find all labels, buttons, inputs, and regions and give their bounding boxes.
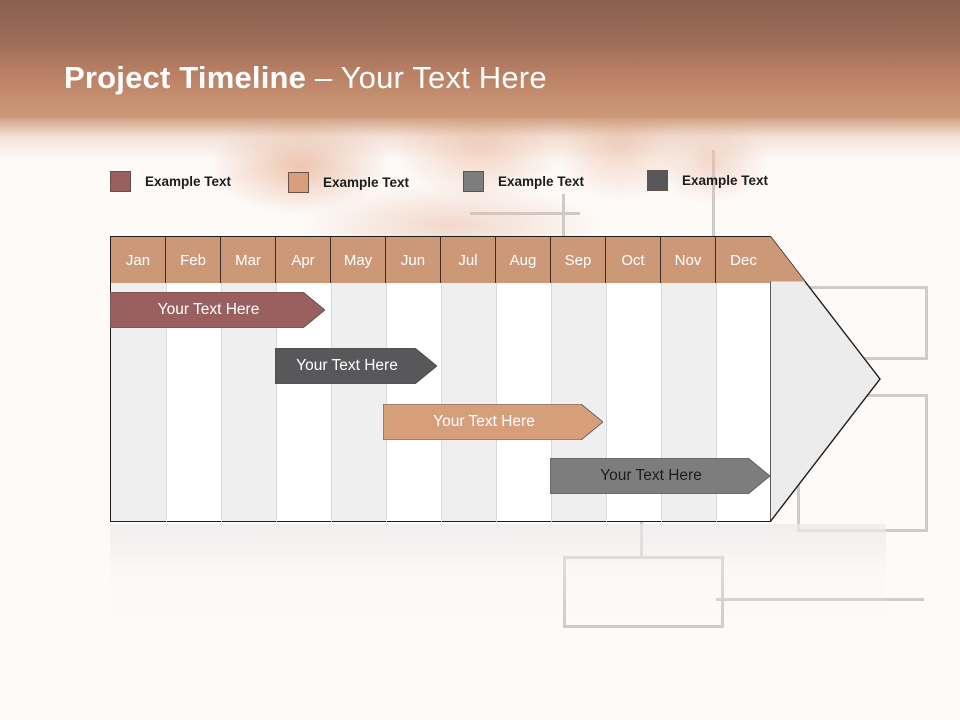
column-separator <box>496 283 497 523</box>
page-title-light: Your Text Here <box>340 60 547 95</box>
month-header-may[interactable]: May <box>331 237 386 283</box>
legend-item-4[interactable]: Example Text <box>647 170 768 191</box>
legend-item-2[interactable]: Example Text <box>288 172 409 193</box>
page-title-dash: – <box>306 60 341 95</box>
timeline-bar-shape <box>110 292 325 328</box>
timeline-bar-3[interactable]: Your Text Here <box>383 404 603 440</box>
page-title-bold: Project Timeline <box>64 60 307 95</box>
month-header-aug[interactable]: Aug <box>496 237 551 283</box>
legend-swatch-icon <box>647 170 668 191</box>
timeline-bar-shape <box>275 348 437 384</box>
month-header-oct[interactable]: Oct <box>606 237 661 283</box>
column-separator <box>331 283 332 523</box>
column-separator <box>606 283 607 523</box>
legend-item-label: Example Text <box>145 174 232 189</box>
bg-connector-line <box>716 598 924 601</box>
timeline-bar-shape <box>383 404 603 440</box>
month-header-dec[interactable]: Dec <box>716 237 771 283</box>
arrow-head-shape <box>769 233 881 525</box>
legend-swatch-icon <box>110 171 131 192</box>
legend-item-label: Example Text <box>682 173 769 188</box>
timeline-arrow-head <box>769 233 886 525</box>
column-separator <box>276 283 277 523</box>
legend-item-3[interactable]: Example Text <box>463 171 584 192</box>
legend-swatch-icon <box>288 172 309 193</box>
timeline-bar-1[interactable]: Your Text Here <box>110 292 325 328</box>
bg-connector-line <box>712 150 715 240</box>
month-column-jul: Jul <box>441 237 496 521</box>
timeline-bar-4[interactable]: Your Text Here <box>550 458 770 494</box>
timeline-bar-label: Your Text Here <box>433 413 535 430</box>
timeline-bar-label: Your Text Here <box>157 301 260 318</box>
timeline-bar-2[interactable]: Your Text Here <box>275 348 437 384</box>
legend-item-label: Example Text <box>498 174 585 189</box>
month-column-jan: Jan <box>111 237 166 521</box>
column-separator <box>551 283 552 523</box>
title-banner-fade <box>0 118 960 160</box>
chart-reflection <box>110 524 886 628</box>
column-separator <box>716 283 717 523</box>
month-header-jan[interactable]: Jan <box>111 237 166 283</box>
title-banner <box>0 0 960 118</box>
month-header-apr[interactable]: Apr <box>276 237 331 283</box>
page-title: Project Timeline – Your Text Here <box>64 60 547 96</box>
month-header-mar[interactable]: Mar <box>221 237 276 283</box>
timeline-bar-shape <box>550 458 770 494</box>
legend-item-label: Example Text <box>323 175 410 190</box>
column-separator <box>661 283 662 523</box>
bg-connector-line <box>470 212 580 215</box>
month-header-feb[interactable]: Feb <box>166 237 221 283</box>
bg-connector-line <box>640 522 643 558</box>
bg-connector-line <box>562 194 565 239</box>
column-separator <box>441 283 442 523</box>
timeline-bar-label: Your Text Here <box>600 467 702 484</box>
column-separator <box>386 283 387 523</box>
month-header-nov[interactable]: Nov <box>661 237 716 283</box>
column-separator <box>166 283 167 523</box>
month-column-feb: Feb <box>166 237 221 521</box>
month-header-sep[interactable]: Sep <box>551 237 606 283</box>
month-header-jul[interactable]: Jul <box>441 237 496 283</box>
bg-flow-box <box>563 556 724 628</box>
month-header-jun[interactable]: Jun <box>386 237 441 283</box>
legend-item-1[interactable]: Example Text <box>110 171 231 192</box>
legend-swatch-icon <box>463 171 484 192</box>
month-column-aug: Aug <box>496 237 551 521</box>
month-column-mar: Mar <box>221 237 276 521</box>
timeline-bar-label: Your Text Here <box>296 357 398 374</box>
column-separator <box>221 283 222 523</box>
